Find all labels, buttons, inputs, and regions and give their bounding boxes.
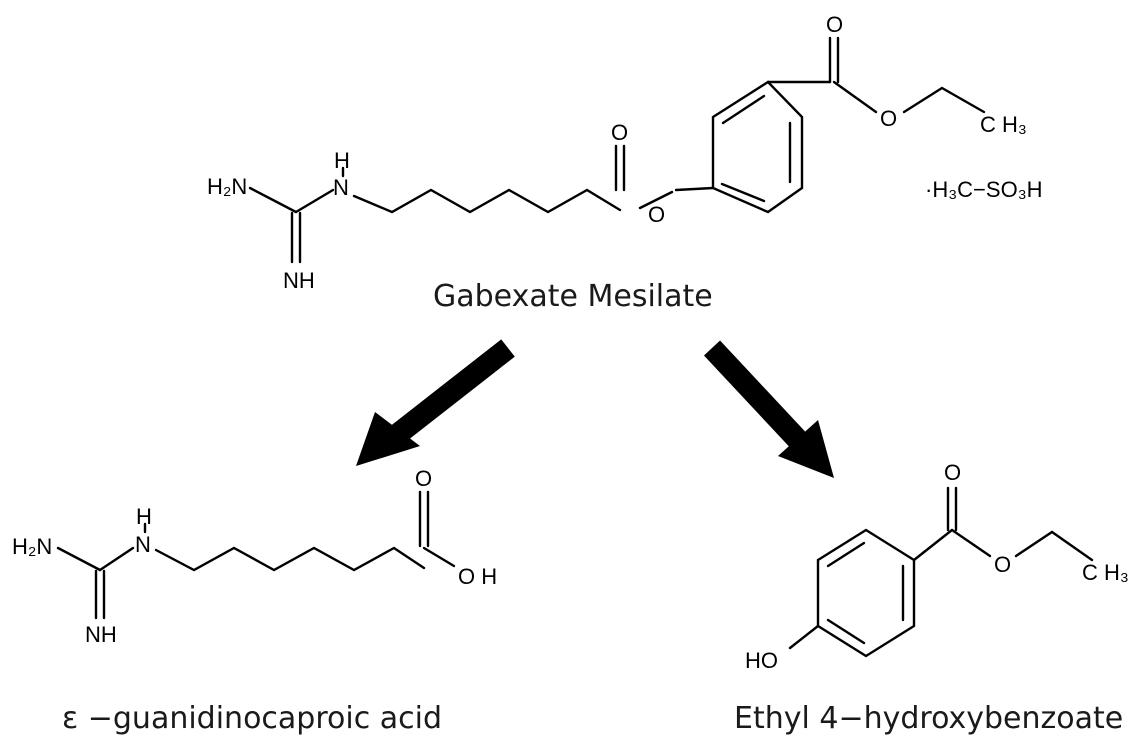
bond [98, 546, 135, 572]
arrow-right [703, 340, 834, 478]
carbonyl-oxygen-label: O [415, 466, 432, 491]
methyl-label: C H₃ [980, 112, 1027, 137]
ethyl-hydroxybenzoate-structure: HO O O C H₃ [745, 460, 1129, 673]
guanidinocaproic-structure: H₂N H N NH O O H [12, 466, 497, 647]
arrow-left [356, 339, 515, 466]
bond [422, 546, 456, 568]
hydrogen-label: H [136, 504, 152, 529]
bond [721, 94, 766, 125]
bond [294, 188, 335, 214]
hydrogen-label: H [334, 148, 350, 173]
ethyl-bonds [1014, 530, 1094, 562]
benzene-ring [711, 80, 804, 214]
carbonyl-oxygen-label: O [611, 120, 628, 145]
imine-label: NH [85, 622, 117, 647]
imine-label: NH [283, 268, 315, 293]
gabexate-structure: H₂N H N NH O O O O C H₃ ·H₃C−SO₃H [207, 12, 1043, 293]
bond [56, 546, 102, 572]
chain-bonds [352, 188, 622, 214]
carbonyl-oxygen-label: O [944, 460, 961, 485]
bond [832, 80, 878, 114]
hydroxyl-label: O H [458, 564, 497, 589]
bond [826, 618, 866, 645]
chain-bonds [154, 546, 426, 572]
mesilate-label: ·H₃C−SO₃H [925, 177, 1043, 202]
carbonyl-oxygen-label-2: O [826, 12, 843, 37]
nitrogen-label: N [333, 175, 349, 200]
bond [826, 541, 866, 568]
bond [638, 190, 674, 210]
ethyl-hydroxybenzoate-caption: Ethyl 4−hydroxybenzoate [734, 701, 1123, 736]
bond [674, 186, 715, 192]
bond [912, 528, 954, 562]
ether-oxygen-label: O [994, 552, 1011, 577]
benzene-ring [816, 528, 916, 658]
bond [950, 528, 992, 558]
nitrogen-label: N [135, 532, 151, 557]
guanidinocaproic-caption: ε −guanidinocaproic acid [62, 701, 442, 736]
amine-label: H₂N [12, 534, 52, 559]
ester-oxygen-label: O [648, 202, 665, 227]
ether-oxygen-label: O [880, 106, 897, 131]
ethyl-bonds [902, 86, 986, 114]
amine-label: H₂N [207, 174, 247, 199]
bond [720, 182, 766, 203]
hydroxyl-label: HO [745, 648, 778, 673]
methyl-label: C H₃ [1082, 560, 1129, 585]
gabexate-caption: Gabexate Mesilate [433, 279, 713, 314]
bond [248, 186, 298, 214]
bond [788, 624, 820, 650]
